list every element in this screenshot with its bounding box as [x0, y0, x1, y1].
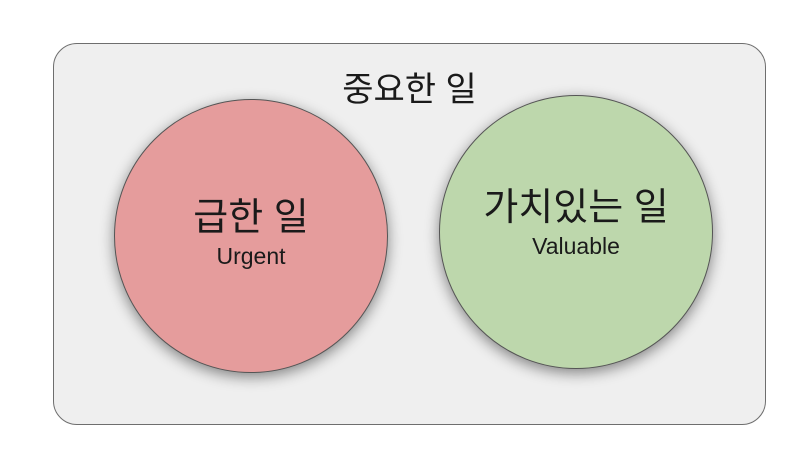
important-title: 중요한 일 — [342, 71, 477, 109]
valuable-label-en: Valuable — [532, 233, 620, 259]
urgent-circle: 급한 일 Urgent — [114, 99, 388, 373]
valuable-circle: 가치있는 일 Valuable — [439, 95, 713, 369]
urgent-label-ko: 급한 일 — [193, 197, 309, 239]
valuable-label-ko: 가치있는 일 — [483, 187, 669, 229]
urgent-label-en: Urgent — [216, 243, 286, 269]
